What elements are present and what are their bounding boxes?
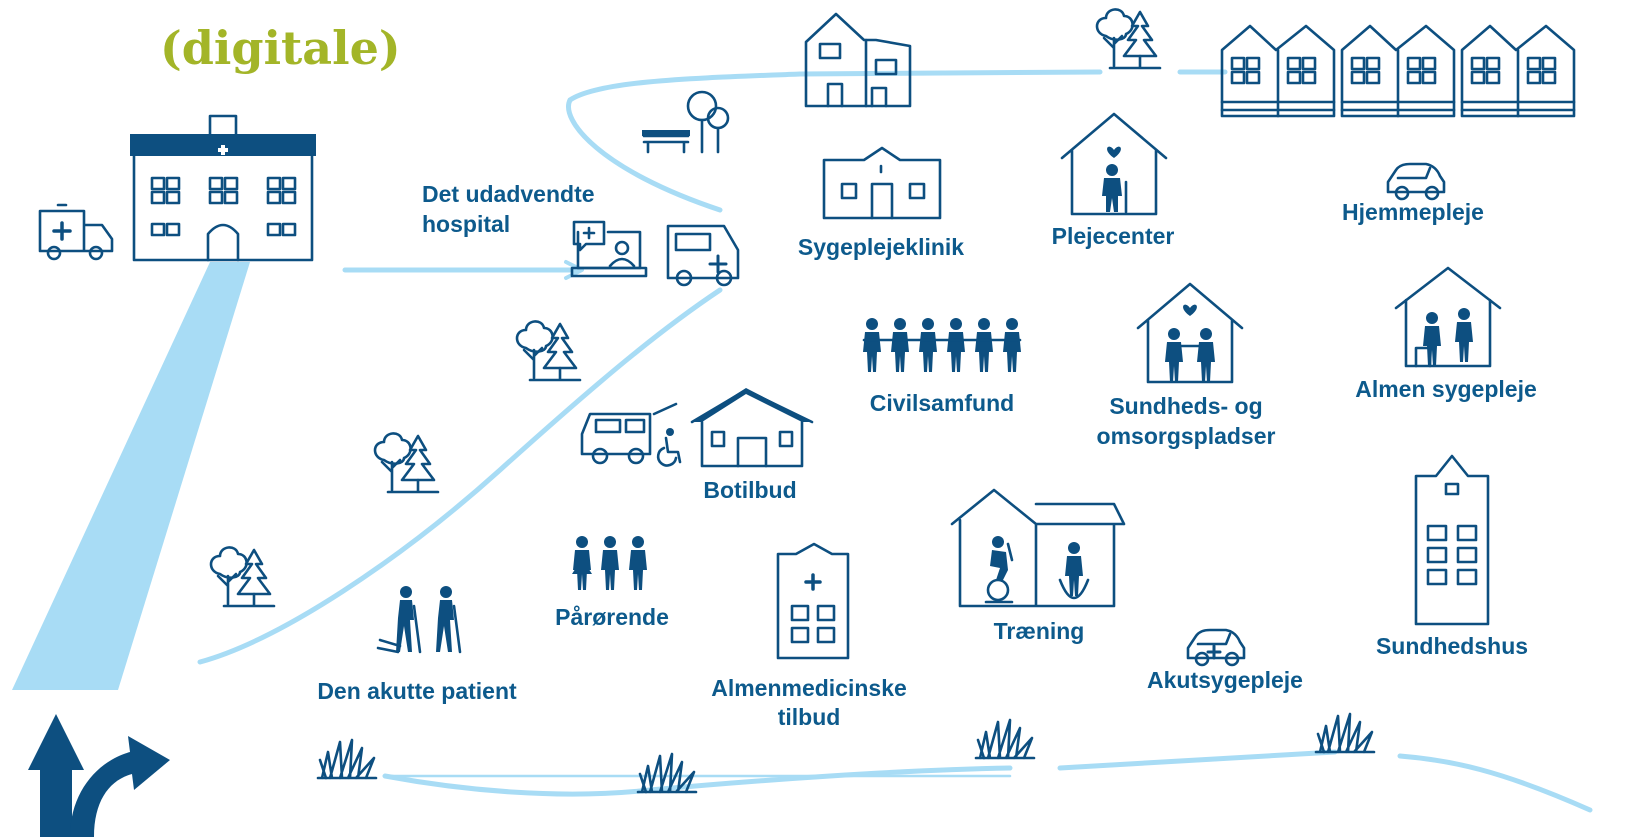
- direction-arrows-icon: [28, 714, 170, 837]
- label-sundheds-line1: Sundheds- og: [1109, 393, 1263, 419]
- care-housing-icon: [1136, 282, 1244, 384]
- accessible-van-icon: [580, 402, 682, 467]
- care-home-icon: [1060, 112, 1168, 216]
- label-sygeplejeklinik: Sygeplejeklinik: [797, 234, 965, 260]
- hospital-icon: [130, 114, 316, 262]
- label-almenmedicinske-line1: Almenmedicinske: [711, 675, 907, 701]
- mobile-clinic-van-icon: [666, 224, 740, 287]
- health-house-icon: [1414, 454, 1490, 626]
- ambulance-icon: [38, 203, 114, 261]
- label-sundheds-line2: omsorgspladser: [1096, 423, 1276, 449]
- people-chain-icon: [862, 318, 1022, 372]
- trees-icon: [515, 320, 582, 382]
- label-hjemmepleje: Hjemmepleje: [1342, 199, 1484, 225]
- label-civilsamfund: Civilsamfund: [869, 390, 1015, 416]
- telemedicine-laptop-icon: [570, 220, 648, 278]
- nurse-care-house-icon: [1394, 266, 1502, 368]
- label-den-akutte-patient: Den akutte patient: [317, 678, 517, 704]
- grass-icon: [1314, 712, 1376, 754]
- grass-icon: [316, 738, 378, 780]
- grass-icon: [974, 718, 1036, 760]
- relatives-icon: [572, 536, 647, 590]
- car-icon: [1386, 162, 1446, 201]
- label-botilbud: Botilbud: [703, 477, 797, 503]
- bench-trees-icon: [642, 90, 730, 154]
- label-det-udadvendte-line2: hospital: [422, 211, 511, 237]
- label-paaroerende: Pårørende: [555, 604, 669, 630]
- label-akutsygepleje: Akutsygepleje: [1147, 667, 1303, 693]
- trees-icon: [1095, 8, 1162, 70]
- house-icon: [804, 12, 912, 108]
- residence-icon: [690, 388, 814, 468]
- trees-icon: [209, 546, 276, 608]
- trees-icon: [373, 432, 440, 494]
- gp-building-icon: [776, 542, 850, 660]
- heading-digitale: (digitale): [160, 21, 401, 75]
- townhouses-icon: [1220, 24, 1576, 118]
- label-sundhedshus: Sundhedshus: [1375, 633, 1529, 659]
- label-almen-sygepleje: Almen sygepleje: [1355, 376, 1537, 402]
- funnel-beam: [12, 262, 250, 690]
- emergency-car-icon: [1186, 628, 1246, 667]
- training-house-icon: [950, 488, 1126, 608]
- elderly-walkers-icon: [376, 586, 462, 654]
- label-traening: Træning: [993, 618, 1085, 644]
- label-plejecenter: Plejecenter: [1051, 223, 1175, 249]
- label-det-udadvendte-line1: Det udadvendte: [422, 181, 595, 207]
- label-almenmedicinske-line2: tilbud: [777, 704, 841, 730]
- nursing-clinic-icon: [822, 146, 942, 220]
